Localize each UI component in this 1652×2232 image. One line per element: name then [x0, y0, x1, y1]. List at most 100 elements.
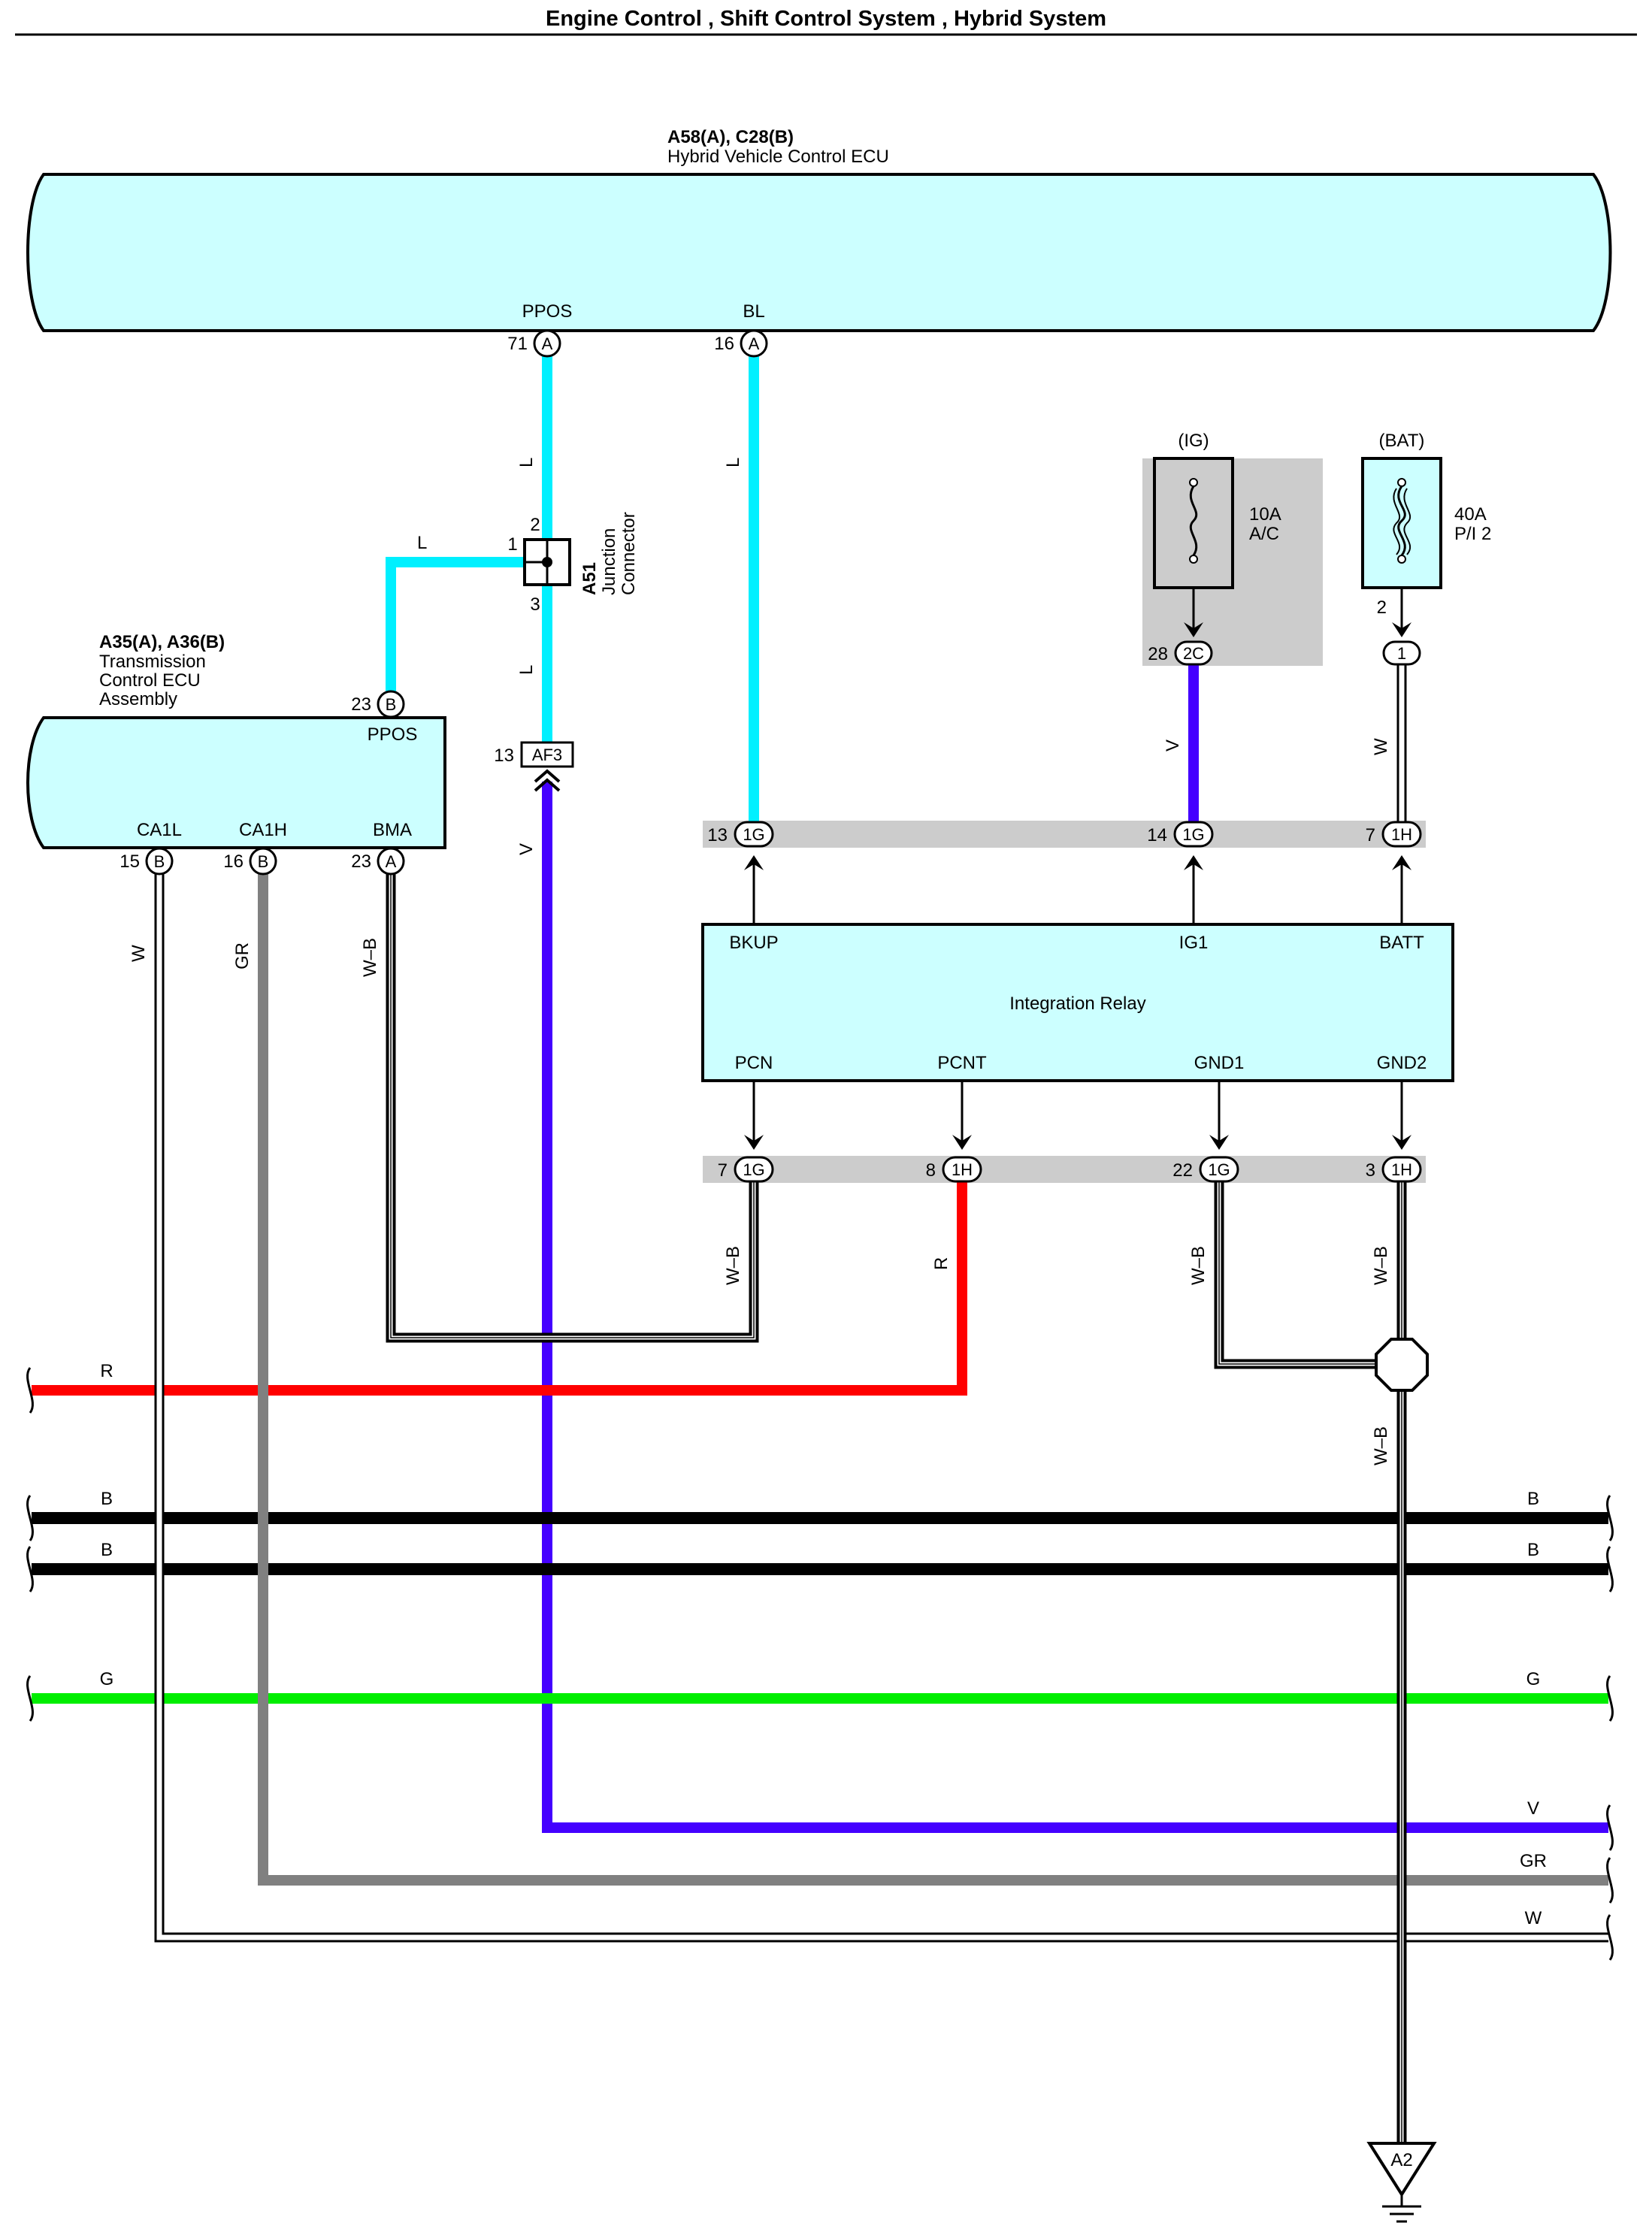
svg-text:22: 22: [1172, 1160, 1193, 1181]
arrowheads: [744, 622, 1411, 1150]
svg-text:L: L: [516, 665, 537, 675]
relay-pin-bkup: BKUP: [729, 933, 778, 953]
svg-text:1: 1: [1397, 644, 1406, 663]
svg-text:W: W: [1525, 1908, 1542, 1928]
svg-text:1H: 1H: [1391, 825, 1412, 844]
conn-1g-7: 1G 7: [718, 1156, 774, 1183]
gray-band-top: [703, 821, 1426, 848]
relay-pin-gnd1: GND1: [1194, 1053, 1245, 1073]
relay-name: Integration Relay: [1009, 994, 1145, 1014]
harness-breaks: [26, 1367, 1614, 1961]
svg-text:1H: 1H: [952, 1160, 973, 1179]
wire-wb: [386, 868, 1407, 2143]
svg-text:7: 7: [1366, 825, 1375, 845]
svg-text:2C: 2C: [1183, 644, 1204, 663]
svg-text:G: G: [1526, 1669, 1541, 1689]
svg-text:71: 71: [507, 334, 528, 354]
svg-text:W: W: [1371, 738, 1391, 755]
hv-ecu-name: Hybrid Vehicle Control ECU: [667, 147, 889, 167]
ground-a2: A2: [1366, 2142, 1437, 2223]
tcm-name-1: Transmission: [99, 652, 206, 672]
svg-text:A51: A51: [579, 562, 600, 595]
svg-text:B: B: [154, 852, 165, 871]
svg-text:V: V: [1163, 739, 1183, 752]
relay-pin-pcn: PCN: [735, 1053, 773, 1073]
svg-text:W–B: W–B: [360, 938, 380, 977]
wire-l: [386, 353, 759, 824]
tcm-pin-ca1h: CA1H: [239, 820, 287, 840]
svg-text:Junction: Junction: [599, 528, 619, 595]
svg-text:3: 3: [530, 594, 540, 615]
tcm-pin-ppos-circle: B 23: [351, 690, 405, 718]
svg-text:23: 23: [351, 851, 371, 872]
wire-labels: L L L L V V W W GR W–B W–B R W–B W–B W–B…: [100, 458, 1547, 1928]
hv-ecu-pin-ppos: PPOS: [522, 301, 573, 322]
svg-text:V: V: [516, 843, 537, 855]
svg-text:GR: GR: [232, 942, 253, 969]
junction-connector-a51: 2 1 3 A51 Junction Connector: [507, 512, 639, 615]
fuse-ig: (IG) 10A A/C: [1153, 431, 1281, 589]
conn-1h-7: 1H 7: [1366, 821, 1422, 848]
svg-text:23: 23: [351, 694, 371, 715]
wire-r: [32, 1181, 967, 1396]
conn-1g-13: 1G 13: [707, 821, 774, 848]
svg-text:A/C: A/C: [1249, 524, 1279, 544]
relay-pin-ig1: IG1: [1179, 933, 1209, 953]
tcm-box: [26, 716, 446, 849]
conn-1g-22: 1G 22: [1172, 1156, 1239, 1183]
svg-text:W–B: W–B: [723, 1246, 743, 1285]
tcm-pin-bma-circle: A 23: [351, 847, 405, 876]
svg-text:1G: 1G: [743, 1160, 764, 1179]
svg-text:1H: 1H: [1391, 1160, 1412, 1179]
svg-text:B: B: [258, 852, 269, 871]
svg-text:13: 13: [494, 746, 514, 766]
svg-text:AF3: AF3: [532, 746, 562, 764]
hv-ecu-code: A58(A), C28(B): [667, 127, 794, 147]
svg-text:Connector: Connector: [619, 512, 639, 595]
svg-text:16: 16: [223, 851, 244, 872]
svg-text:A: A: [749, 334, 760, 353]
ground-splice: [1375, 1338, 1429, 1392]
svg-text:15: 15: [120, 851, 140, 872]
af3-connector: AF3 13: [494, 741, 574, 792]
svg-text:GR: GR: [1520, 1851, 1547, 1871]
svg-text:B: B: [1527, 1489, 1539, 1509]
conn-1h-3: 1H 3: [1366, 1156, 1422, 1183]
svg-text:28: 28: [1148, 644, 1168, 664]
svg-text:V: V: [1527, 1798, 1539, 1819]
svg-text:L: L: [417, 533, 427, 553]
svg-text:16: 16: [714, 334, 734, 354]
svg-text:10A: 10A: [1249, 504, 1281, 525]
svg-text:L: L: [723, 458, 743, 467]
tcm-code: A35(A), A36(B): [99, 632, 225, 652]
tcm-pin-ca1l-circle: B 15: [120, 847, 174, 876]
wire-v: [542, 782, 1608, 1833]
svg-text:B: B: [1527, 1540, 1539, 1560]
svg-text:W–B: W–B: [1188, 1246, 1209, 1285]
svg-text:8: 8: [926, 1160, 936, 1181]
svg-text:G: G: [100, 1669, 114, 1689]
svg-text:1G: 1G: [743, 825, 764, 844]
page-title: Engine Control , Shift Control System , …: [546, 7, 1106, 31]
conn-1h-8: 1H 8: [926, 1156, 982, 1183]
svg-text:W–B: W–B: [1371, 1246, 1391, 1285]
svg-text:3: 3: [1366, 1160, 1375, 1181]
svg-text:1G: 1G: [1208, 1160, 1230, 1179]
relay-leads: [752, 575, 1403, 1142]
tcm-pin-ppos: PPOS: [368, 724, 418, 745]
tcm-pin-bma: BMA: [373, 820, 412, 840]
svg-text:B: B: [386, 695, 397, 714]
svg-text:W: W: [129, 945, 149, 962]
svg-text:L: L: [516, 458, 537, 467]
wire-gr: [258, 868, 1608, 1886]
relay-pin-batt: BATT: [1379, 933, 1424, 953]
fuse-ig-connector: 2C 28: [1148, 640, 1213, 666]
svg-text:1G: 1G: [1182, 825, 1204, 844]
svg-text:A: A: [542, 334, 553, 353]
svg-text:A2: A2: [1390, 2150, 1412, 2170]
svg-text:B: B: [101, 1489, 113, 1509]
svg-text:W–B: W–B: [1371, 1426, 1391, 1465]
svg-text:(IG): (IG): [1178, 431, 1209, 451]
svg-text:7: 7: [718, 1160, 728, 1181]
